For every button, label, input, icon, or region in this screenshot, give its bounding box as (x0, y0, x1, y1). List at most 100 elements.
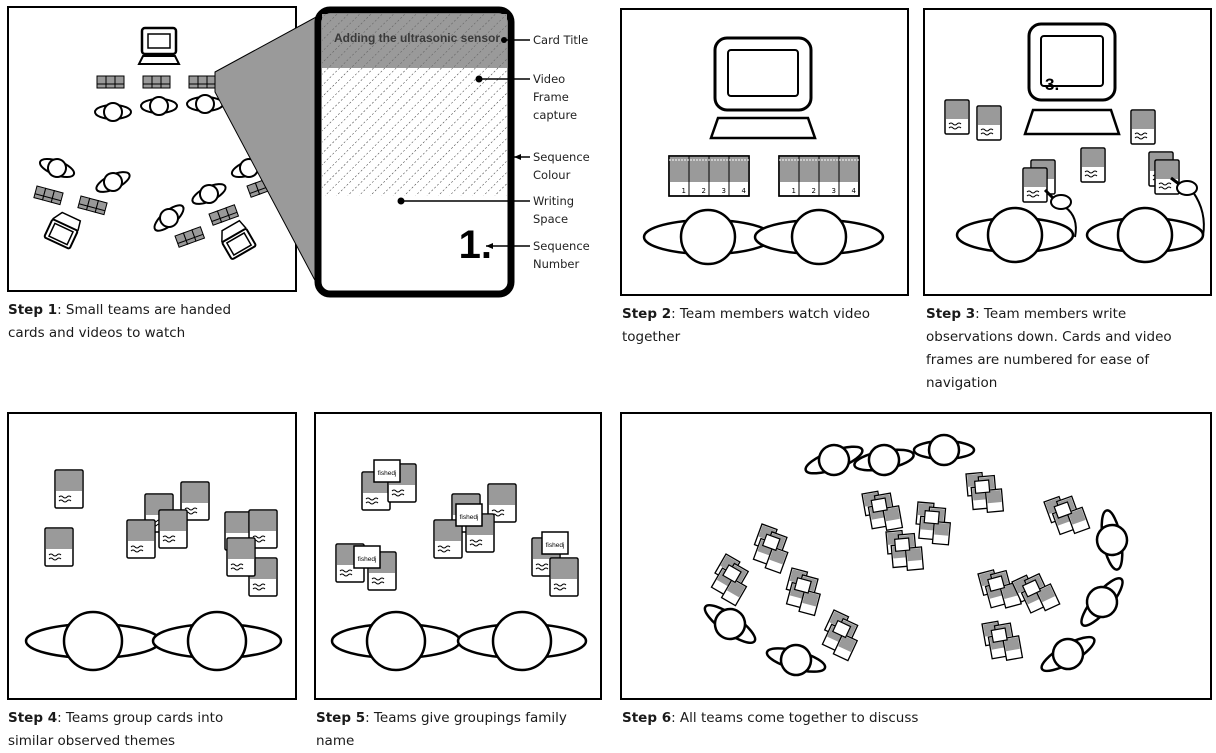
observation-card (158, 509, 188, 549)
step-2-illustration: 1 2 3 4 1 2 3 4 (642, 36, 885, 266)
caption-text: : Team members write (975, 306, 1127, 322)
card-title: Adding the ultrasonic sensor (334, 31, 500, 45)
svg-text:fishedj: fishedj (460, 514, 479, 521)
step-label: Step 5 (316, 710, 366, 726)
observation-card (1022, 167, 1048, 203)
svg-text:3: 3 (832, 187, 836, 195)
svg-text:2: 2 (812, 187, 816, 195)
card-cluster (1044, 490, 1090, 539)
svg-text:3: 3 (722, 187, 726, 195)
callout-video-3: capture (533, 108, 577, 122)
caption-step-2: Step 2: Team members watch video togethe… (622, 303, 912, 349)
card-cluster (966, 471, 1003, 514)
monitor-icon: 3. (1023, 22, 1121, 136)
caption-text: frames are numbered for ease of (926, 352, 1150, 368)
family-name-label: fishedj (455, 503, 483, 527)
panel-step-6 (620, 412, 1212, 700)
observation-card (1154, 159, 1180, 195)
observation-card (549, 557, 579, 597)
caption-step-1: Step 1: Small teams are handed cards and… (8, 299, 308, 345)
person-icon (1033, 624, 1103, 684)
callout-sequence-number-1: Sequence (533, 239, 590, 253)
card-cluster (982, 618, 1022, 663)
person-icon (151, 610, 283, 672)
family-name-label: fishedj (373, 459, 401, 483)
observation-card (54, 469, 84, 509)
svg-text:4: 4 (852, 187, 857, 195)
person-icon (695, 593, 765, 655)
monitor-icon (709, 36, 817, 140)
sequence-number: 1. (459, 223, 492, 267)
video-frame-capture (322, 68, 507, 196)
step-label: Step 6 (622, 710, 672, 726)
caption-text: cards and videos to watch (8, 325, 186, 341)
card-strip: 1 2 3 4 (778, 155, 860, 197)
step-4-illustration (24, 469, 283, 672)
caption-step-5: Step 5: Teams give groupings family name (316, 707, 606, 753)
card-detail-diagram: Adding the ultrasonic sensor 1. Card Tit… (214, 6, 590, 298)
step-1-illustration (33, 26, 277, 261)
caption-text: : Teams group cards into (57, 710, 224, 726)
family-name-label: fishedj (353, 545, 381, 569)
family-name-label: fishedj (541, 531, 569, 555)
svg-text:4: 4 (742, 187, 747, 195)
step-5-illustration: fishedj fishedj fishedj fishedj (330, 459, 588, 672)
panel-step-2: 1 2 3 4 1 2 3 4 (620, 8, 909, 296)
panel-step-3: 3. (923, 8, 1212, 296)
card-cluster (1012, 568, 1060, 619)
callout-sequence-number-2: Number (533, 257, 579, 271)
caption-text: similar observed themes (8, 733, 176, 749)
card-cluster (817, 610, 865, 661)
zoom-funnel (214, 15, 319, 287)
person-icon (330, 610, 462, 672)
callout-writing-1: Writing (533, 194, 574, 208)
callout-writing-2: Space (533, 212, 568, 226)
observation-card (1080, 147, 1106, 183)
person-icon (912, 433, 976, 467)
monitor-icon (137, 26, 181, 65)
observation-card (44, 527, 74, 567)
card-cluster (886, 529, 923, 572)
step-label: Step 2 (622, 306, 672, 322)
observation-card (226, 537, 256, 577)
svg-text:fishedj: fishedj (358, 556, 377, 563)
caption-step-3: Step 3: Team members write observations … (926, 303, 1216, 395)
callout-card-title: Card Title (533, 33, 588, 47)
person-icon (642, 208, 774, 266)
screen-sequence-number: 3. (1045, 75, 1059, 94)
caption-text: : All teams come together to discuss (671, 710, 919, 726)
observation-card (976, 105, 1002, 141)
person-icon (753, 208, 885, 266)
person-icon (1085, 176, 1205, 264)
observation-card (126, 519, 156, 559)
step-label: Step 1 (8, 302, 58, 318)
step-label: Step 4 (8, 710, 58, 726)
card-strip: 1 2 3 4 (668, 155, 750, 197)
caption-text: name (316, 733, 355, 749)
callout-sequence-colour-2: Colour (533, 168, 571, 182)
svg-text:1: 1 (792, 187, 796, 195)
caption-text: observations down. Cards and video (926, 329, 1172, 345)
svg-text:1: 1 (682, 187, 686, 195)
callout-sequence-colour-1: Sequence (533, 150, 590, 164)
person-icon (761, 636, 831, 684)
card-cluster (862, 488, 902, 533)
step-3-illustration: 3. (944, 22, 1205, 264)
callout-video-1: Video (533, 72, 565, 86)
person-icon (1069, 568, 1135, 636)
person-icon (1090, 506, 1134, 574)
svg-text:fishedj: fishedj (378, 470, 397, 477)
person-icon (24, 610, 162, 672)
svg-text:fishedj: fishedj (546, 542, 565, 549)
caption-text: : Teams give groupings family (365, 710, 567, 726)
card-cluster (782, 568, 825, 615)
panel-step-4 (7, 412, 297, 700)
caption-text: : Small teams are handed (57, 302, 232, 318)
panel-step-5: fishedj fishedj fishedj fishedj (314, 412, 602, 700)
caption-text: : Team members watch video (671, 306, 871, 322)
step-label: Step 3 (926, 306, 976, 322)
callout-video-2: Frame (533, 90, 569, 104)
card-cluster (915, 502, 952, 545)
svg-text:2: 2 (702, 187, 706, 195)
observation-card (1130, 109, 1156, 145)
